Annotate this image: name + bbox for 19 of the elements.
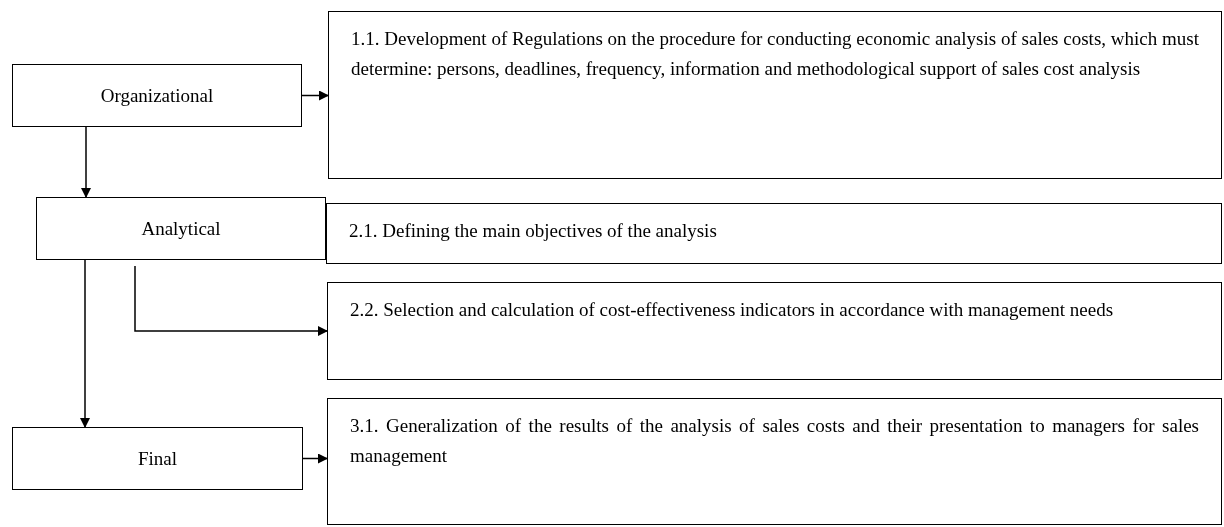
task-box [328,11,1222,179]
task-description: 2.2. Selection and calculation of cost-effectiveness indicators in accordance with management needs [350,298,1115,322]
task-description: 1.1. Development of Regulations on the procedure for conducting economic analysis of sales costs, which must determine: persons, deadlines, frequency, information and methodological support of sales cost analysis [351,27,1199,81]
stage-label: Final [137,447,178,470]
stage-box [12,64,302,127]
stage-box [36,197,326,260]
arrow [81,126,91,198]
arrow [302,453,328,464]
stage-label: Analytical [141,217,221,240]
task-box [327,398,1222,525]
arrow [80,259,90,428]
arrow [134,265,328,336]
arrow [301,90,329,101]
stage-label: Organizational [100,84,214,107]
task-description: 2.1. Defining the main objectives of the analysis [349,219,718,243]
stage-box [12,427,303,490]
task-description: 3.1. Generalization of the results of the analysis of sales costs and their presentation to managers for sales management [350,414,1199,468]
task-box [326,203,1222,264]
task-box [327,282,1222,380]
